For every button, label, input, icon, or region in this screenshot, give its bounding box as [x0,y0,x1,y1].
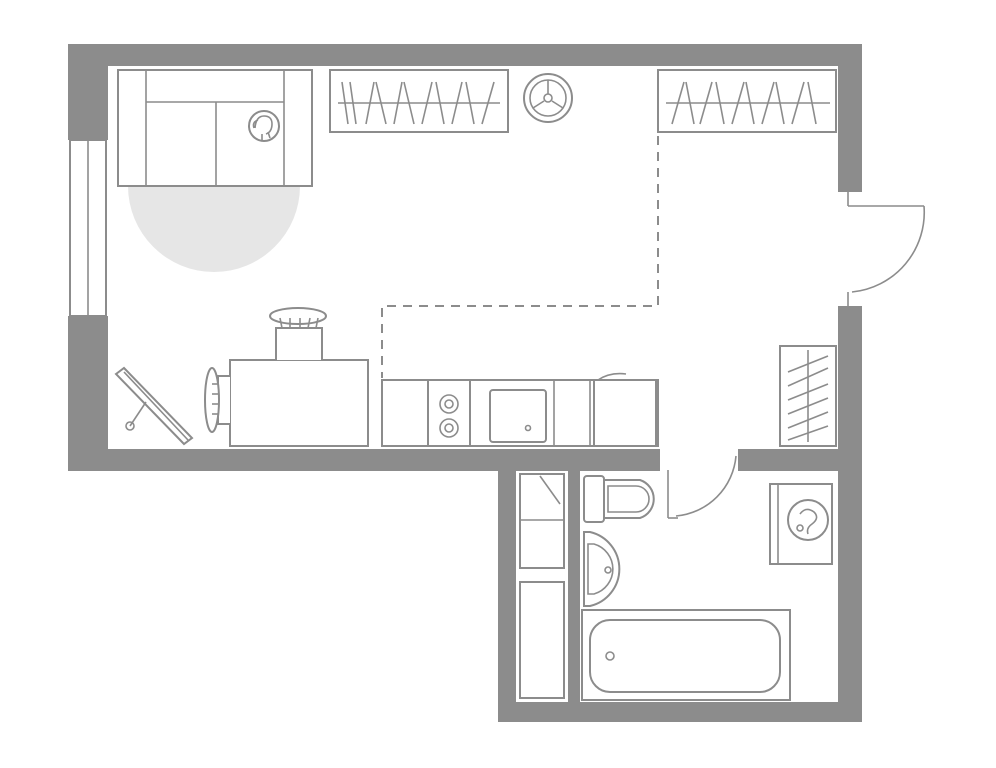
wardrobe-right [657,69,837,133]
hallway-wardrobe [779,345,837,447]
fridge [593,372,657,447]
living-room-window [69,139,107,317]
washing-machine [769,483,833,565]
toilet [583,475,655,523]
desk-lamp [114,366,194,446]
sofa [117,69,313,187]
bathroom-door [667,455,737,519]
entrance-door [847,192,926,306]
round-rug [128,186,300,272]
chair-top [269,307,327,360]
stove [427,379,471,447]
walls [68,44,862,722]
chair-left [204,367,230,433]
zone-divider [381,136,659,378]
bathroom-shelf [519,473,565,699]
kitchen-sink [489,389,547,443]
wardrobe-left [329,69,509,133]
bathtub [581,609,791,701]
dog-icon [248,110,280,142]
robot-vacuum-icon [523,73,573,123]
dining-table [229,359,369,447]
washbasin [583,531,621,607]
